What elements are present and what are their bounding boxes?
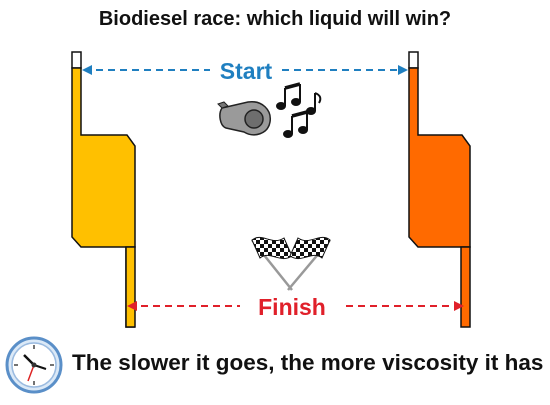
music-notes-icon bbox=[276, 82, 322, 138]
clock-icon bbox=[5, 336, 63, 394]
checkered-flags-icon bbox=[251, 236, 331, 291]
left-liquid-channel bbox=[71, 51, 136, 328]
whistle-icon bbox=[217, 101, 271, 136]
right-liquid-channel bbox=[408, 51, 471, 328]
finish-label: Finish bbox=[258, 294, 326, 320]
start-line: Start bbox=[82, 58, 408, 84]
finish-line: Finish bbox=[127, 294, 464, 320]
start-label: Start bbox=[220, 58, 273, 84]
caption: The slower it goes, the more viscosity i… bbox=[72, 350, 544, 375]
page-title: Biodiesel race: which liquid will win? bbox=[98, 8, 452, 30]
